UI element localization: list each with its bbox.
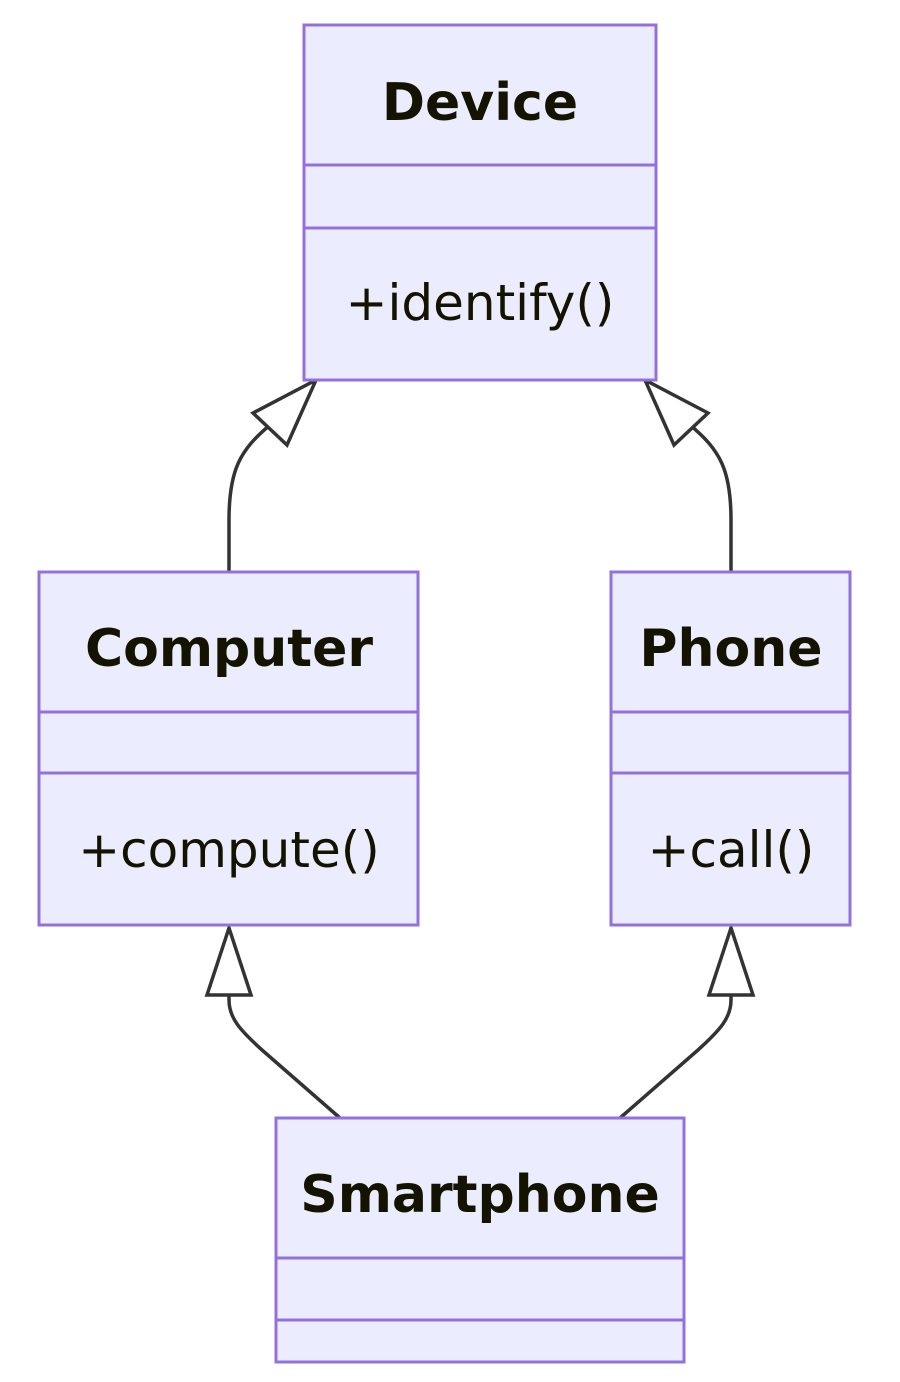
inheritance-arrowhead-icon: [641, 376, 711, 448]
edge-line: [227, 423, 272, 572]
edge-line: [688, 423, 733, 572]
edge-line: [227, 995, 342, 1120]
edge-smartphone-to-computer: [204, 922, 342, 1120]
edge-line: [618, 995, 733, 1120]
edge-smartphone-to-phone: [618, 922, 756, 1120]
class-box: [302, 23, 658, 382]
class-method: +call(): [648, 821, 815, 879]
class-box: [274, 1116, 686, 1364]
class-smartphone[interactable]: Smartphone: [274, 1116, 686, 1364]
class-box: [609, 570, 852, 927]
inheritance-arrowhead-icon: [706, 922, 756, 997]
class-method: +identify(): [346, 274, 615, 332]
class-name: Smartphone: [300, 1165, 659, 1225]
edge-phone-to-device: [641, 376, 733, 572]
inheritance-arrowhead-icon: [250, 376, 320, 448]
class-name: Computer: [85, 619, 373, 679]
inheritance-arrowhead-icon: [204, 922, 254, 997]
edge-computer-to-device: [227, 376, 320, 572]
class-box: [37, 570, 420, 927]
class-name: Device: [382, 73, 578, 133]
class-computer[interactable]: Computer +compute(): [37, 570, 420, 927]
class-name: Phone: [639, 619, 822, 679]
class-device[interactable]: Device +identify(): [302, 23, 658, 382]
class-method: +compute(): [78, 821, 380, 879]
class-phone[interactable]: Phone +call(): [609, 570, 852, 927]
edges: [204, 376, 756, 1120]
